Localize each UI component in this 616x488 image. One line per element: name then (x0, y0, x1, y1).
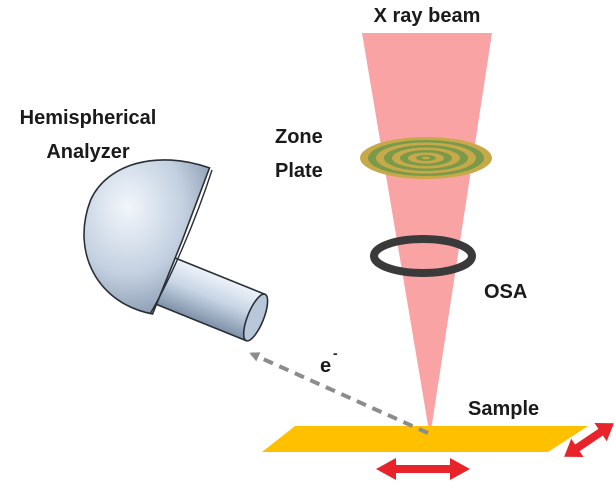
zone-plate-label-line2: Plate (275, 160, 323, 182)
hemispherical-analyzer (83, 159, 269, 342)
zone-plate (360, 137, 492, 179)
analyzer-label-line1: Hemispherical (20, 107, 157, 129)
electron-path-arrow (249, 352, 429, 435)
zone-plate-label-line1: Zone (275, 126, 323, 148)
depth-motion-arrow (564, 423, 614, 457)
sample-label: Sample (468, 398, 539, 420)
horizontal-motion-arrow (376, 458, 470, 480)
electron-label: e (320, 355, 331, 377)
electron-superscript: - (333, 345, 338, 361)
xray-beam-label: X ray beam (374, 5, 481, 27)
analyzer-label-line2: Analyzer (46, 141, 130, 163)
sample-plate (262, 426, 588, 452)
osa-label: OSA (484, 281, 527, 303)
xray-beam-cone (362, 33, 492, 437)
osa-aperture-ring (370, 235, 476, 277)
